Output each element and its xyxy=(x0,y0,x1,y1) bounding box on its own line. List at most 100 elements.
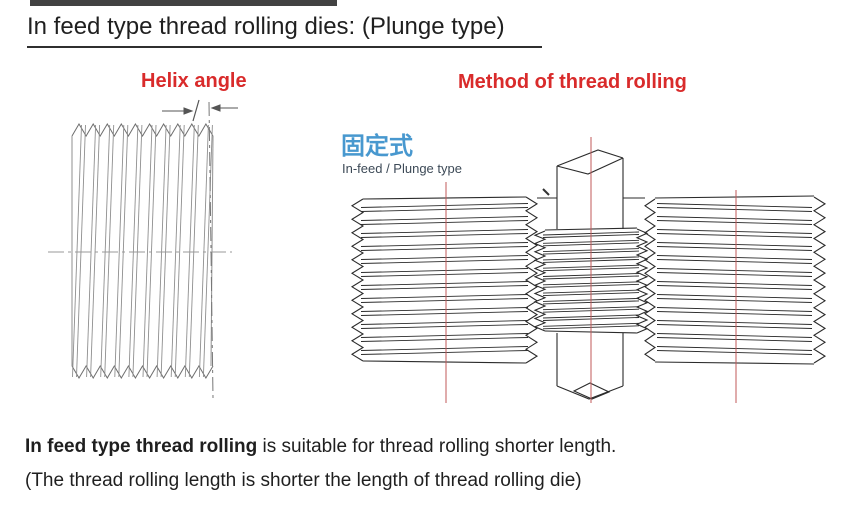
footer-sentence-2: (The thread rolling length is shorter th… xyxy=(25,470,582,491)
left-die-bottom-edge xyxy=(362,360,527,364)
footer-sentence-1-rest: is suitable for thread rolling shorter l… xyxy=(257,436,617,457)
thread-flank-line xyxy=(142,124,153,378)
right-die-thread-line xyxy=(656,207,813,212)
right-die-thread-line xyxy=(656,272,813,277)
workpiece-bottom-facet xyxy=(572,382,611,400)
right-die-thread-line xyxy=(656,255,813,260)
right-die-thread-line xyxy=(656,242,813,247)
threaded-workpiece-drawing xyxy=(48,99,238,399)
right-die-thread-line xyxy=(656,311,813,316)
right-die-thread-line xyxy=(656,220,813,225)
workpiece-top-cut-upper xyxy=(556,149,624,167)
thread-flank-line xyxy=(184,124,195,378)
left-die-thread-line xyxy=(360,298,529,303)
left-die-left-teeth xyxy=(350,198,365,362)
right-die-thread-line xyxy=(656,298,813,303)
workpiece-thread-left-teeth xyxy=(533,230,547,332)
left-die-thread-line xyxy=(360,294,529,299)
right-die-thread-line xyxy=(656,324,813,329)
right-die-thread-line xyxy=(656,259,813,264)
thread-rolling-method-drawing xyxy=(350,137,827,403)
thread-flank-line xyxy=(156,124,167,378)
left-die-thread-line xyxy=(360,311,529,316)
left-die-thread-line xyxy=(360,207,529,212)
left-die-thread-line xyxy=(360,272,529,277)
left-die-right-teeth xyxy=(524,196,539,364)
right-die-thread-line xyxy=(656,346,813,351)
footer-sentence-1: In feed type thread rolling is suitable … xyxy=(25,436,616,458)
helix-angle-tick xyxy=(192,99,200,122)
left-die-thread-line xyxy=(360,203,529,208)
right-die-bottom-edge xyxy=(654,361,815,365)
workpiece-bottom-cut xyxy=(556,385,624,400)
dimension-arrowhead-left xyxy=(210,104,221,112)
thread-flank-line xyxy=(160,124,171,378)
right-die-thread-line xyxy=(656,320,813,325)
thread-flank-line xyxy=(114,124,125,378)
thread-flank-line xyxy=(198,124,209,378)
right-die-left-teeth xyxy=(644,198,656,362)
thread-flank-line xyxy=(90,124,101,378)
workpiece-right-edge xyxy=(210,135,214,367)
top-bar-decoration xyxy=(30,0,337,6)
infeed-plunge-type-label: In-feed / Plunge type xyxy=(342,161,462,176)
left-die-thread-line xyxy=(360,350,529,355)
left-die-thread-line xyxy=(360,216,529,221)
right-die-thread-line xyxy=(656,333,813,338)
workpiece-thread-right-teeth xyxy=(635,228,649,334)
left-die-thread-line xyxy=(360,220,529,225)
right-die-thread-line xyxy=(656,203,813,208)
left-die-thread-line xyxy=(360,320,529,325)
right-die-thread-line xyxy=(656,216,813,221)
thread-flank-line xyxy=(174,124,185,378)
thread-flank-line xyxy=(146,124,157,378)
right-die-thread-line xyxy=(656,337,813,342)
thread-flank-line xyxy=(100,124,111,378)
left-die-thread-line xyxy=(360,268,529,273)
right-die-thread-line xyxy=(656,268,813,273)
thread-flank-line xyxy=(132,124,143,378)
left-die-thread-line xyxy=(360,242,529,247)
left-die-thread-line xyxy=(360,229,529,234)
helix-angle-heading: Helix angle xyxy=(141,70,247,92)
thread-flank-line xyxy=(202,124,213,378)
workpiece-top-cut-lower xyxy=(556,157,624,175)
thread-flank-line xyxy=(72,124,82,378)
left-die-thread-line xyxy=(360,246,529,251)
thread-crest-bottom xyxy=(71,365,214,379)
left-die-thread-line xyxy=(360,255,529,260)
left-die-thread-line xyxy=(360,333,529,338)
right-die-thread-line xyxy=(656,233,813,238)
right-die-top-edge xyxy=(654,195,815,199)
left-die-thread-line xyxy=(360,233,529,238)
left-die-thread-line xyxy=(360,307,529,312)
right-die-thread-line xyxy=(656,229,813,234)
left-die-thread-line xyxy=(360,324,529,329)
right-die-thread-line xyxy=(656,294,813,299)
fixed-type-chinese-label: 固定式 xyxy=(341,133,413,160)
stray-dash-mark xyxy=(542,188,550,196)
thread-flank-line xyxy=(128,124,139,378)
left-die-thread-line xyxy=(360,285,529,290)
thread-flank-line xyxy=(76,124,86,378)
right-die-right-teeth xyxy=(812,196,827,364)
left-die-thread-line xyxy=(360,337,529,342)
thread-flank-line xyxy=(188,124,199,378)
thread-crest-top xyxy=(71,123,214,137)
footer-sentence-1-bold: In feed type thread rolling xyxy=(25,436,258,457)
thread-flank-line xyxy=(86,124,97,378)
right-die-thread-line xyxy=(656,246,813,251)
right-die-thread-line xyxy=(656,285,813,290)
thread-flank-line xyxy=(170,124,181,378)
method-of-thread-rolling-heading: Method of thread rolling xyxy=(458,71,687,93)
left-die-thread-line xyxy=(360,281,529,286)
dimension-arrowhead-right xyxy=(183,107,194,115)
left-die-thread-line xyxy=(360,259,529,264)
thread-flank-line xyxy=(118,124,129,378)
right-die-thread-line xyxy=(656,281,813,286)
left-die-top-edge xyxy=(362,196,527,200)
page-title: In feed type thread rolling dies: (Plung… xyxy=(27,13,542,48)
right-die-thread-line xyxy=(656,307,813,312)
thread-flank-line xyxy=(104,124,115,378)
